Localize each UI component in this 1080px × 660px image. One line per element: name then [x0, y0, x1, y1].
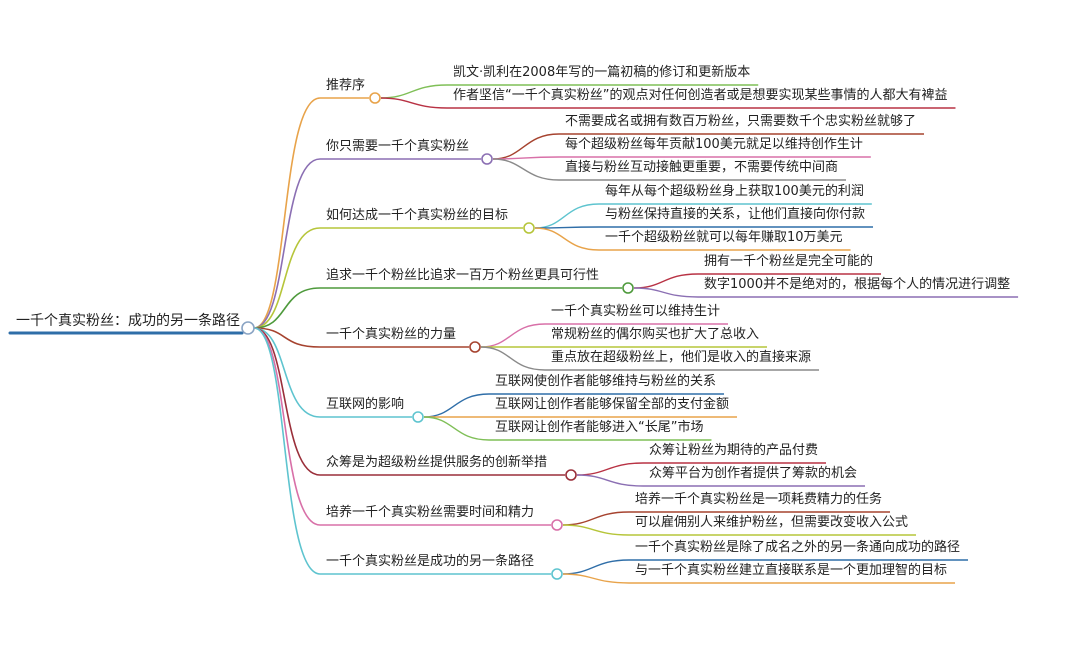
leaf-label-7-1: 众筹让粉丝为期待的产品付费	[649, 442, 818, 458]
branch-connector-1	[253, 97, 321, 329]
leaf-label-5-2: 常规粉丝的偶尔购买也扩大了总收入	[551, 326, 759, 342]
branch-collapse-toggle-9[interactable]	[551, 568, 563, 580]
branch-label-4: 追求一千个粉丝比追求一百万个粉丝更具可行性	[326, 267, 599, 283]
branch-connector-2	[253, 158, 321, 329]
branch-collapse-toggle-2[interactable]	[481, 153, 493, 165]
leaf-connector-1-1	[380, 84, 448, 99]
leaf-connector-2-3	[492, 158, 560, 181]
leaf-connector-2-1	[492, 133, 560, 160]
leaf-connector-5-3	[480, 346, 546, 371]
leaf-label-4-1: 拥有一千个粉丝是完全可能的	[704, 253, 873, 269]
branch-label-2: 你只需要一千个真实粉丝	[326, 139, 469, 154]
branch-label-7: 众筹是为超级粉丝提供服务的创新举措	[326, 454, 547, 470]
leaf-label-6-1: 互联网使创作者能够维持与粉丝的关系	[495, 373, 716, 389]
leaf-label-2-1: 不需要成名或拥有数百万粉丝，只需要数千个忠实粉丝就够了	[565, 113, 916, 129]
leaf-label-5-3: 重点放在超级粉丝上，他们是收入的直接来源	[551, 349, 811, 365]
leaf-label-4-2: 数字1000并不是绝对的，根据每个人的情况进行调整	[704, 276, 1010, 292]
branch-connector-5	[253, 327, 321, 348]
leaf-label-6-3: 互联网让创作者能够进入“长尾”市场	[495, 419, 703, 435]
branch-connector-7	[253, 327, 321, 476]
leaf-connector-6-3	[423, 416, 490, 441]
branch-collapse-toggle-1[interactable]	[369, 92, 381, 104]
leaf-label-6-2: 互联网让创作者能够保留全部的支付金额	[495, 396, 729, 412]
branch-connector-3	[253, 227, 321, 329]
branch-collapse-toggle-5[interactable]	[469, 341, 481, 353]
root-title: 一千个真实粉丝：成功的另一条路径	[16, 312, 240, 329]
leaf-label-7-2: 众筹平台为创作者提供了筹款的机会	[649, 465, 857, 481]
leaf-connector-4-2	[633, 287, 699, 298]
branch-label-3: 如何达成一千个真实粉丝的目标	[326, 207, 508, 223]
leaf-label-3-3: 一千个超级粉丝就可以每年赚取10万美元	[605, 229, 843, 245]
leaf-label-8-1: 培养一千个真实粉丝是一项耗费精力的任务	[635, 491, 882, 507]
branch-label-6: 互联网的影响	[326, 396, 404, 412]
branch-connector-8	[253, 327, 321, 526]
leaf-connector-7-1	[576, 462, 644, 476]
branch-connector-6	[253, 327, 321, 418]
leaf-label-9-2: 与一千个真实粉丝建立直接联系是一个更加理智的目标	[635, 562, 947, 578]
branch-collapse-toggle-8[interactable]	[551, 519, 563, 531]
leaf-connector-6-1	[423, 393, 490, 418]
leaf-label-8-2: 可以雇佣别人来维护粉丝，但需要改变收入公式	[635, 514, 908, 530]
branch-connector-9	[253, 327, 321, 575]
branch-collapse-toggle-3[interactable]	[523, 222, 535, 234]
leaf-connector-7-2	[576, 474, 644, 487]
leaf-connector-3-3	[534, 227, 600, 251]
leaf-label-5-1: 一千个真实粉丝可以维持生计	[551, 304, 720, 319]
branch-label-8: 培养一千个真实粉丝需要时间和精力	[326, 504, 534, 520]
leaf-label-1-2: 作者坚信“一千个真实粉丝”的观点对任何创造者或是想要实现某些事情的人都大有裨益	[453, 87, 947, 103]
branch-label-5: 一千个真实粉丝的力量	[326, 326, 456, 342]
leaf-label-9-1: 一千个真实粉丝是除了成名之外的另一条通向成功的路径	[635, 539, 960, 555]
leaf-connector-8-1	[562, 511, 630, 526]
leaf-label-3-2: 与粉丝保持直接的关系，让他们直接向你付款	[605, 206, 865, 222]
leaf-label-3-1: 每年从每个超级粉丝身上获取100美元的利润	[605, 183, 864, 199]
branch-collapse-toggle-4[interactable]	[622, 282, 634, 294]
leaf-connector-1-2	[380, 97, 448, 109]
leaf-connector-8-2	[562, 524, 630, 536]
leaf-label-1-1: 凯文·凯利在2008年写的一篇初稿的修订和更新版本	[453, 64, 750, 80]
branch-label-1: 推荐序	[326, 78, 365, 93]
leaf-connector-9-2	[562, 573, 630, 584]
leaf-connector-3-1	[534, 203, 600, 229]
leaf-connector-4-1	[633, 273, 699, 289]
root-collapse-toggle[interactable]	[241, 321, 255, 335]
leaf-connector-5-1	[480, 323, 546, 348]
leaf-label-2-3: 直接与粉丝互动接触更重要，不需要传统中间商	[565, 159, 838, 175]
leaf-label-2-2: 每个超级粉丝每年贡献100美元就足以维持创作生计	[565, 136, 863, 152]
leaf-connector-9-1	[562, 559, 630, 575]
branch-label-9: 一千个真实粉丝是成功的另一条路径	[326, 553, 534, 569]
branch-collapse-toggle-6[interactable]	[412, 411, 424, 423]
branch-connector-4	[253, 287, 321, 329]
branch-collapse-toggle-7[interactable]	[565, 469, 577, 481]
